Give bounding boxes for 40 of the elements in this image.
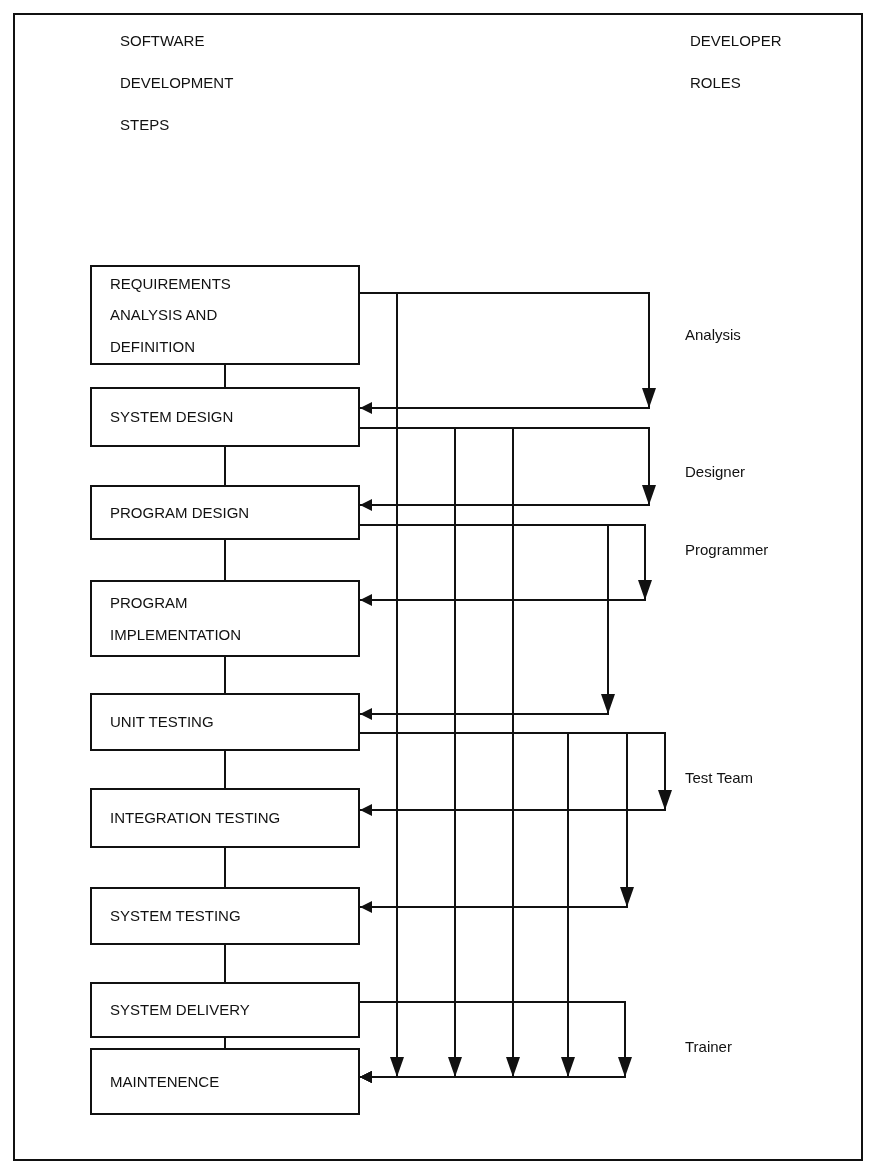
process-box — [90, 387, 360, 447]
step-label: INTEGRATION TESTING — [110, 808, 281, 829]
connector-line — [224, 944, 226, 983]
title-text: DEVELOPER ROLES — [690, 31, 783, 93]
process-box — [90, 887, 360, 945]
process-box — [90, 788, 360, 848]
connector-arrow — [359, 1001, 632, 1083]
role-label: Trainer — [685, 1037, 733, 1057]
connector-line — [224, 539, 226, 581]
process-box — [90, 982, 360, 1038]
step-label: UNIT TESTING — [110, 712, 214, 733]
role-label: Programmer — [685, 540, 770, 560]
connector-line — [224, 750, 226, 789]
title-text: SOFTWARE DEVELOPMENT STEPS — [120, 31, 235, 135]
process-box — [90, 265, 360, 365]
connector-arrow — [359, 732, 672, 816]
role-label: Designer — [685, 462, 747, 482]
step-label: MAINTENENCE — [110, 1071, 220, 1092]
connector-arrow — [359, 292, 656, 414]
role-label: Analysis — [685, 325, 742, 345]
connector-arrow — [359, 524, 615, 720]
process-box — [90, 693, 360, 751]
connector-arrow — [359, 524, 652, 606]
process-box — [90, 580, 360, 657]
step-label: SYSTEM DESIGN — [110, 407, 234, 428]
connector-line — [224, 364, 226, 388]
step-label: SYSTEM DELIVERY — [110, 1000, 250, 1021]
step-label: PROGRAM DESIGN — [110, 502, 250, 523]
connector-line — [224, 847, 226, 888]
connector-line — [224, 1037, 226, 1049]
role-label: Test Team — [685, 768, 755, 788]
step-label: PROGRAM IMPLEMENTATION — [110, 593, 243, 645]
process-box — [90, 1048, 360, 1115]
connector-line — [224, 446, 226, 486]
step-label: SYSTEM TESTING — [110, 906, 241, 927]
connector-arrow — [359, 732, 634, 913]
connector-arrow — [359, 427, 656, 511]
step-label: REQUIREMENTS ANALYSIS AND DEFINITION — [110, 273, 232, 357]
process-box — [90, 485, 360, 540]
connector-line — [224, 656, 226, 694]
